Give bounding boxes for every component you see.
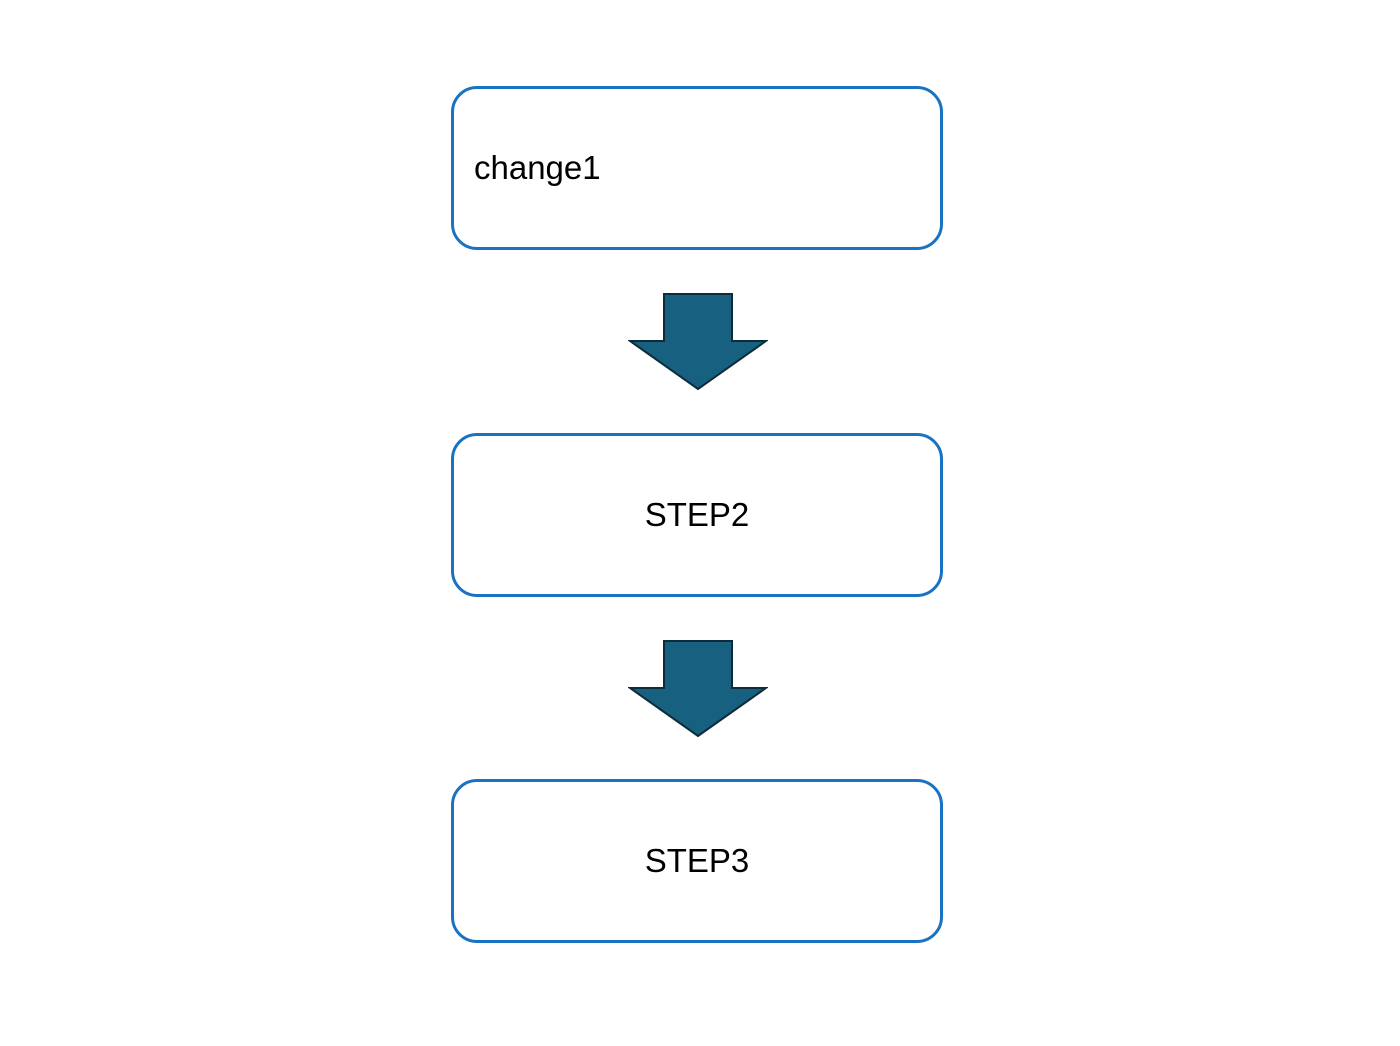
step-label-2: STEP2: [644, 496, 750, 533]
down-arrow-shape-1: [628, 293, 768, 391]
down-arrow-icon: [628, 640, 768, 738]
down-arrow-icon: [628, 293, 768, 391]
step-box-1: change1: [451, 86, 943, 250]
step-box-3: STEP3: [451, 779, 943, 943]
step-label-3: STEP3: [644, 842, 750, 879]
step-label-1: change1: [474, 149, 601, 186]
down-arrow-shape-2: [628, 640, 768, 738]
step-box-2: STEP2: [451, 433, 943, 597]
